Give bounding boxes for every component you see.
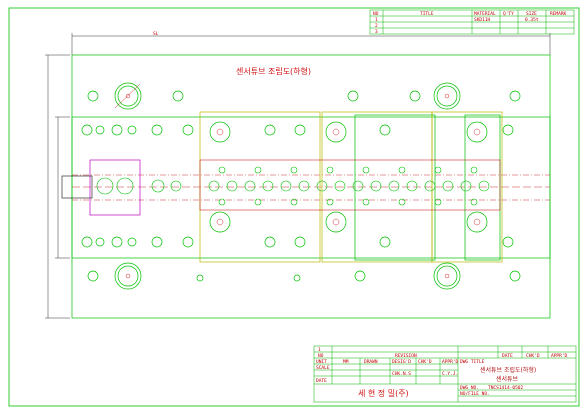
mt-h-no: NO [373, 11, 379, 17]
tb-chk-value: CHK.N.S [392, 371, 411, 377]
mt-h-size: SIZE [526, 11, 537, 17]
sheet-border [8, 7, 580, 407]
mt-r0-material: SKD11H [474, 17, 491, 23]
mt-r3-no: 3 [375, 29, 378, 35]
tb-dwg-no: TNCS1414-0502 [488, 385, 524, 391]
tb-desig-label: DESIG'D [392, 359, 411, 365]
tb-scale-label: SCALE [316, 365, 330, 371]
holes [81, 82, 521, 290]
tb-revision-header: REVISION [395, 353, 417, 359]
tb-chk-label2: CHK'D [418, 359, 432, 365]
tb-date-label: DATE [502, 353, 513, 359]
die-plate [61, 54, 551, 319]
tb-unit-label: UNIT [316, 359, 327, 365]
tb-chk-label: CHK'D [526, 353, 540, 359]
tb-company: 세 현 정 밀(주) [358, 388, 409, 398]
mt-r2-no: 2 [375, 23, 378, 29]
mt-h-qty: Q'TY [503, 11, 514, 17]
mt-r1-no: 1 [375, 17, 378, 23]
tb-appr-value: C.Y.J. [442, 371, 458, 377]
tb-drawn-label: DRAWN [364, 359, 378, 365]
tb-dwg-subtitle: 센서튜브 [496, 375, 519, 383]
tb-unit-value: MM [343, 359, 349, 365]
mt-h-material: MATERIAL [474, 11, 496, 17]
tb-dwg-no-label: DWG NO. [460, 385, 479, 391]
mt-h-title: TITLE [420, 11, 434, 17]
material-table [369, 9, 575, 35]
mt-h-remark: REMARK [550, 11, 567, 17]
dimension-lines [45, 33, 551, 319]
tb-dwg-title: 센서튜브 조립도(하형) [480, 366, 536, 374]
tb-date-label2: DATE [316, 378, 327, 384]
tb-file-no-label: NO/FILE NO. [460, 391, 490, 397]
tb-dwg-title-label: DWG TITLE [460, 359, 485, 365]
dimension-label: SL [153, 31, 159, 37]
title-block-lines [313, 345, 577, 403]
tb-appr-label2: APPR'D [442, 359, 459, 365]
tb-row1-no: 1 [318, 347, 321, 353]
tb-no-label: NO [318, 353, 324, 359]
tb-appr-label: APPR'D [551, 353, 568, 359]
drawing-main-label: 센서튜브 조립도(하형) [236, 66, 311, 76]
mt-r0-size: 0.35t [525, 17, 539, 23]
